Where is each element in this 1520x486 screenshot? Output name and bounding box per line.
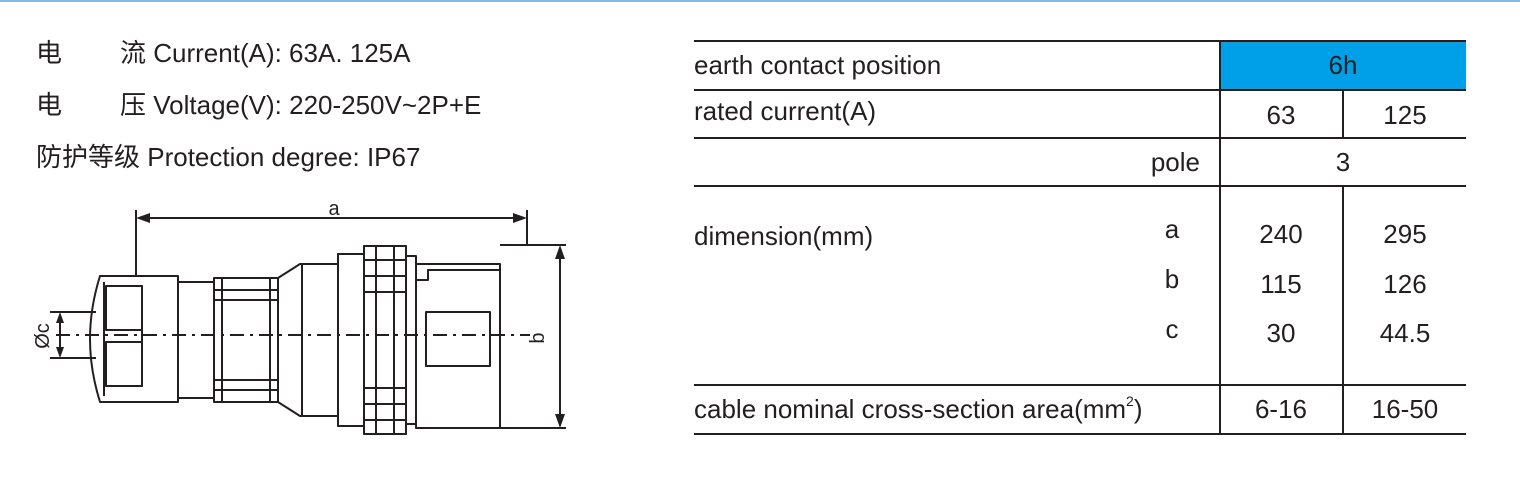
dimension-b-value-1: 115 xyxy=(1260,269,1302,299)
coupling-ring xyxy=(337,245,407,435)
plug-technical-drawing: a b Øc xyxy=(32,198,566,435)
dimension-c-label: Øc xyxy=(32,323,54,349)
dimension-a: a xyxy=(135,198,528,276)
rated-current-value-1: 63 xyxy=(1266,100,1296,130)
spec-protection-cn: 防护等级 xyxy=(36,142,141,172)
table-rule xyxy=(694,89,1466,91)
table-rule xyxy=(694,384,1466,386)
table-rule xyxy=(694,185,1466,187)
spec-protection-en: Protection degree: IP67 xyxy=(147,142,421,172)
spec-current-cn2: 流 xyxy=(120,38,147,68)
dimension-b-label: b xyxy=(527,332,549,343)
tapered-body xyxy=(277,263,339,417)
dimension-a-value-2: 295 xyxy=(1383,219,1427,249)
header-highlight xyxy=(1220,42,1466,89)
spec-voltage-en: Voltage(V): 220-250V~2P+E xyxy=(153,90,482,120)
dimension-a-value-1: 240 xyxy=(1259,219,1303,249)
earth-contact-value: 6h xyxy=(1328,50,1358,80)
cable-area-value-1: 6-16 xyxy=(1254,394,1308,424)
dimension-key-c: c xyxy=(1165,314,1179,344)
table-rule-top xyxy=(694,40,1466,42)
cable-area-label-end: ) xyxy=(1133,394,1143,424)
dimension-key-a: a xyxy=(1164,214,1180,244)
dimension-b: b xyxy=(500,244,566,429)
spec-protection: 防护等级 Protection degree: IP67 xyxy=(36,142,420,172)
table-col-rule xyxy=(1342,185,1344,433)
spec-current-en: Current(A): 63A. 125A xyxy=(153,38,411,68)
dimension-a-label: a xyxy=(328,198,340,220)
rated-current-label: rated current(A) xyxy=(694,96,877,126)
spec-voltage-cn2: 压 xyxy=(120,90,147,120)
cable-area-label: cable nominal cross-section area(mm2) xyxy=(694,394,1143,424)
cable-area-value-2: 16-50 xyxy=(1371,394,1439,424)
table-col-rule xyxy=(1342,89,1344,137)
spec-current: 电 流 Current(A): 63A. 125A xyxy=(36,38,410,68)
table-rule-bottom xyxy=(694,433,1466,435)
rated-current-value-2: 125 xyxy=(1383,100,1427,130)
pole-label: pole xyxy=(1150,147,1200,177)
table-col-rule xyxy=(1219,40,1221,433)
dimension-b-value-2: 126 xyxy=(1383,269,1427,299)
pole-value: 3 xyxy=(1335,147,1351,177)
dimension-c: Øc xyxy=(32,311,96,359)
table-rule xyxy=(694,137,1466,139)
cable-area-label-text: cable nominal cross-section area(mm xyxy=(694,394,1127,424)
earth-contact-label: earth contact position xyxy=(694,50,942,80)
top-rule xyxy=(0,0,1520,2)
spec-current-cn1: 电 xyxy=(36,38,63,68)
cable-area-label-sup: 2 xyxy=(1126,393,1134,409)
cable-gland xyxy=(89,275,179,403)
dimension-key-b: b xyxy=(1164,264,1180,294)
sleeve xyxy=(177,281,215,399)
clamp-collar xyxy=(213,277,279,403)
dimension-c-value-2: 44.5 xyxy=(1379,318,1431,348)
spec-voltage: 电 压 Voltage(V): 220-250V~2P+E xyxy=(36,90,481,120)
dimension-label: dimension(mm) xyxy=(694,221,874,251)
spec-voltage-cn1: 电 xyxy=(36,90,63,120)
front-housing xyxy=(405,255,501,429)
dimension-c-value-1: 30 xyxy=(1266,318,1296,348)
